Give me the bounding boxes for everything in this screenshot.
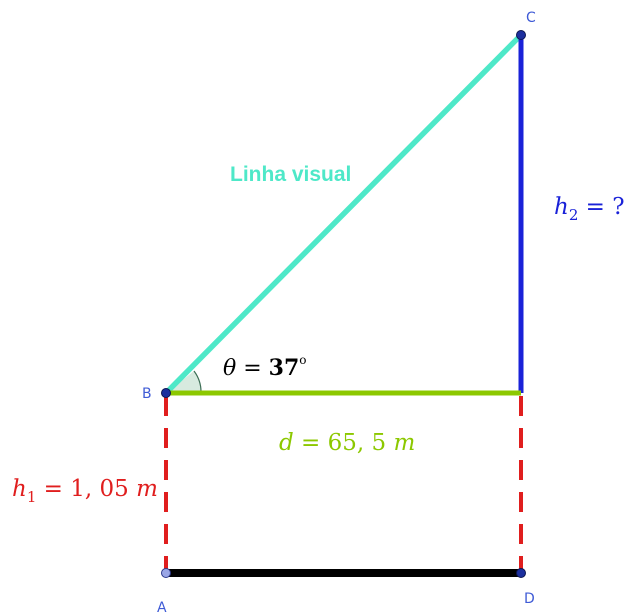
distance-var: d <box>279 430 294 456</box>
point-d <box>516 568 526 578</box>
h1-sub: 1 <box>27 488 37 506</box>
sight-line-segment <box>163 32 524 396</box>
h2-eq: = ? <box>578 194 624 220</box>
angle-value: 37 <box>269 355 300 381</box>
angle-label: θ = 37o <box>223 353 307 381</box>
distance-label: d = 65, 5 m <box>279 430 415 456</box>
h1-eq: = <box>36 476 70 502</box>
angle-symbol: θ <box>223 356 236 381</box>
h1-value: 1, 05 <box>70 476 129 502</box>
h2-label: h2 = ? <box>554 194 624 224</box>
distance-eq: = <box>294 430 328 456</box>
point-c <box>516 30 526 40</box>
point-a <box>161 568 171 578</box>
h2-sub: 2 <box>569 206 579 224</box>
distance-value: 65, 5 <box>328 430 387 456</box>
h1-var: h <box>12 476 27 502</box>
sight-line-label: Linha visual <box>230 163 351 186</box>
angle-degree: o <box>299 353 306 367</box>
point-d-label: D <box>524 591 535 607</box>
point-b <box>161 388 171 398</box>
point-b-label: B <box>142 386 152 402</box>
h2-var: h <box>554 194 569 220</box>
distance-unit: m <box>386 430 415 456</box>
point-c-label: C <box>526 10 536 26</box>
point-a-label: A <box>157 600 167 616</box>
h1-unit: m <box>129 476 158 502</box>
angle-equals: = <box>236 356 268 381</box>
h1-label: h1 = 1, 05 m <box>12 476 158 506</box>
